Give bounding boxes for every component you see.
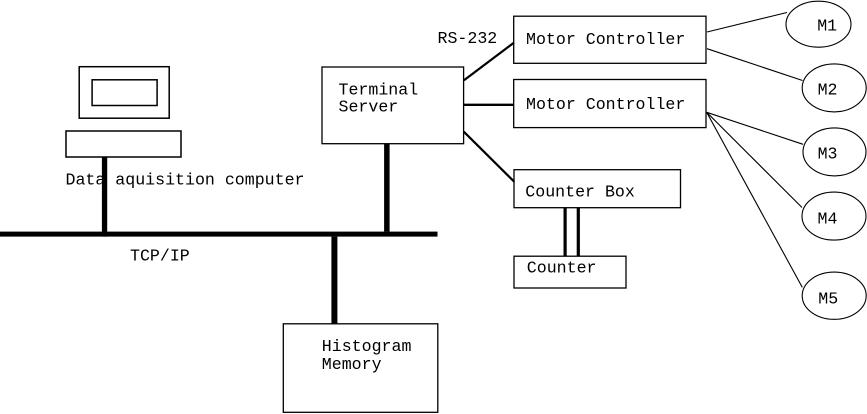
svg-text:Server: Server [339,98,399,117]
svg-text:TCP/IP: TCP/IP [130,247,190,266]
svg-text:Motor Controller: Motor Controller [526,95,685,114]
svg-text:M5: M5 [818,290,838,309]
svg-text:Data aquisition computer: Data aquisition computer [66,171,305,190]
svg-text:M4: M4 [818,209,838,228]
svg-text:Counter Box: Counter Box [525,183,635,202]
svg-text:M2: M2 [818,81,838,100]
svg-text:M3: M3 [818,145,838,164]
svg-text:Memory: Memory [322,355,382,374]
svg-text:Motor Controller: Motor Controller [526,30,685,49]
svg-text:M1: M1 [817,17,837,36]
svg-text:Counter: Counter [527,259,597,278]
svg-text:RS-232: RS-232 [438,29,498,48]
svg-text:Histogram: Histogram [322,337,412,356]
svg-text:Terminal: Terminal [339,80,419,99]
